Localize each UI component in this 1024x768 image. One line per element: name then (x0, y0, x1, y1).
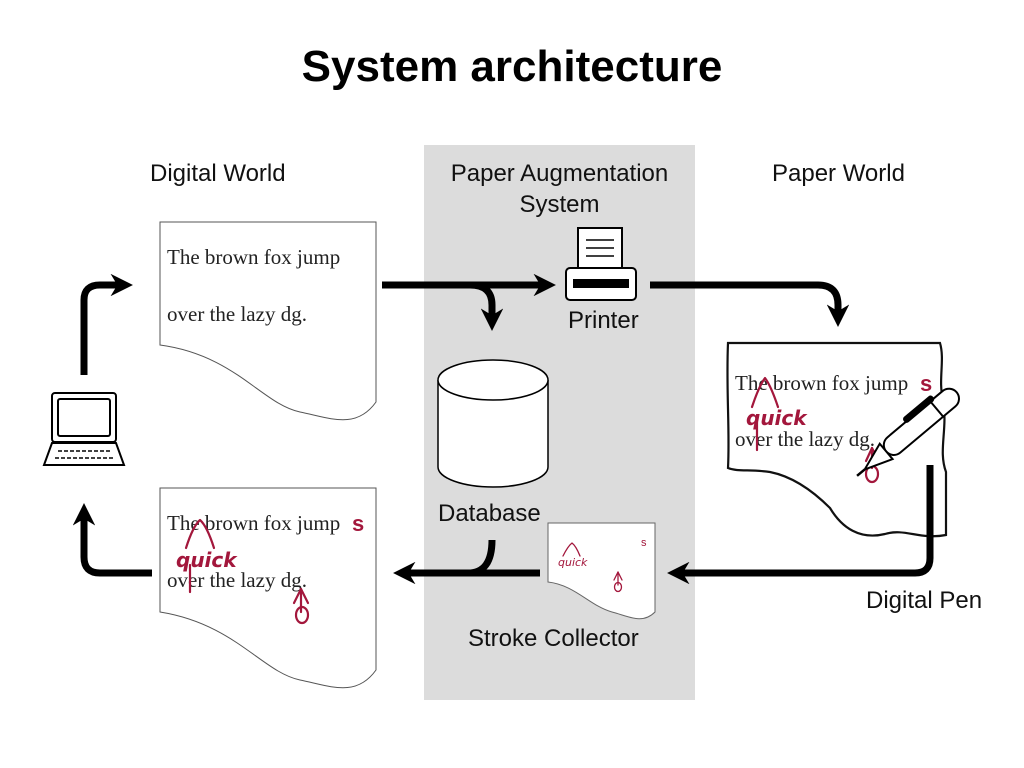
stroke-collector-page: quick s (547, 522, 656, 620)
paper-page-line2: over the lazy dg. (735, 427, 875, 451)
digital-world-label: Digital World (150, 160, 286, 187)
paper-quick: quick (746, 406, 808, 430)
document-to-computer-arrow (72, 503, 152, 577)
computer-icon (42, 392, 126, 466)
paper-world-label: Paper World (772, 160, 905, 187)
collector-quick: quick (558, 556, 588, 569)
digital-pen-label: Digital Pen (866, 587, 983, 614)
annotation-quick: quick (176, 548, 238, 572)
flow-arrows (72, 273, 934, 585)
printer-icon (565, 227, 637, 301)
paper-page-line1: The brown fox jump (735, 371, 908, 395)
document-to-database-arrow (469, 281, 504, 331)
database-label: Database (438, 500, 541, 527)
paper-s-mark: s (920, 371, 932, 396)
computer-to-document-arrow (80, 273, 133, 375)
paper-augmentation-label-line1: Paper Augmentation (450, 160, 669, 187)
paper-augmentation-label-line2: System (519, 191, 600, 218)
pen-to-collector-arrow (667, 465, 934, 585)
database-to-document-arrow (467, 539, 496, 577)
digital-document: The brown fox jump over the lazy dg. (159, 221, 377, 421)
annotation-s-mark: s (352, 511, 364, 536)
database-icon (437, 359, 549, 488)
paper-world-page: The brown fox jump over the lazy dg. s q… (726, 341, 948, 538)
printer-to-paper-arrow (650, 281, 850, 327)
slide-title: System architecture (301, 42, 723, 91)
printer-label: Printer (568, 307, 639, 334)
digital-document-line2: over the lazy dg. (167, 302, 307, 326)
digital-document-line1: The brown fox jump (167, 245, 340, 269)
annotated-digital-document: The brown fox jump over the lazy dg. s q… (159, 487, 377, 689)
stroke-collector-label: Stroke Collector (468, 625, 639, 652)
collector-s-mark: s (641, 537, 647, 549)
digital-pen-icon (856, 387, 960, 477)
